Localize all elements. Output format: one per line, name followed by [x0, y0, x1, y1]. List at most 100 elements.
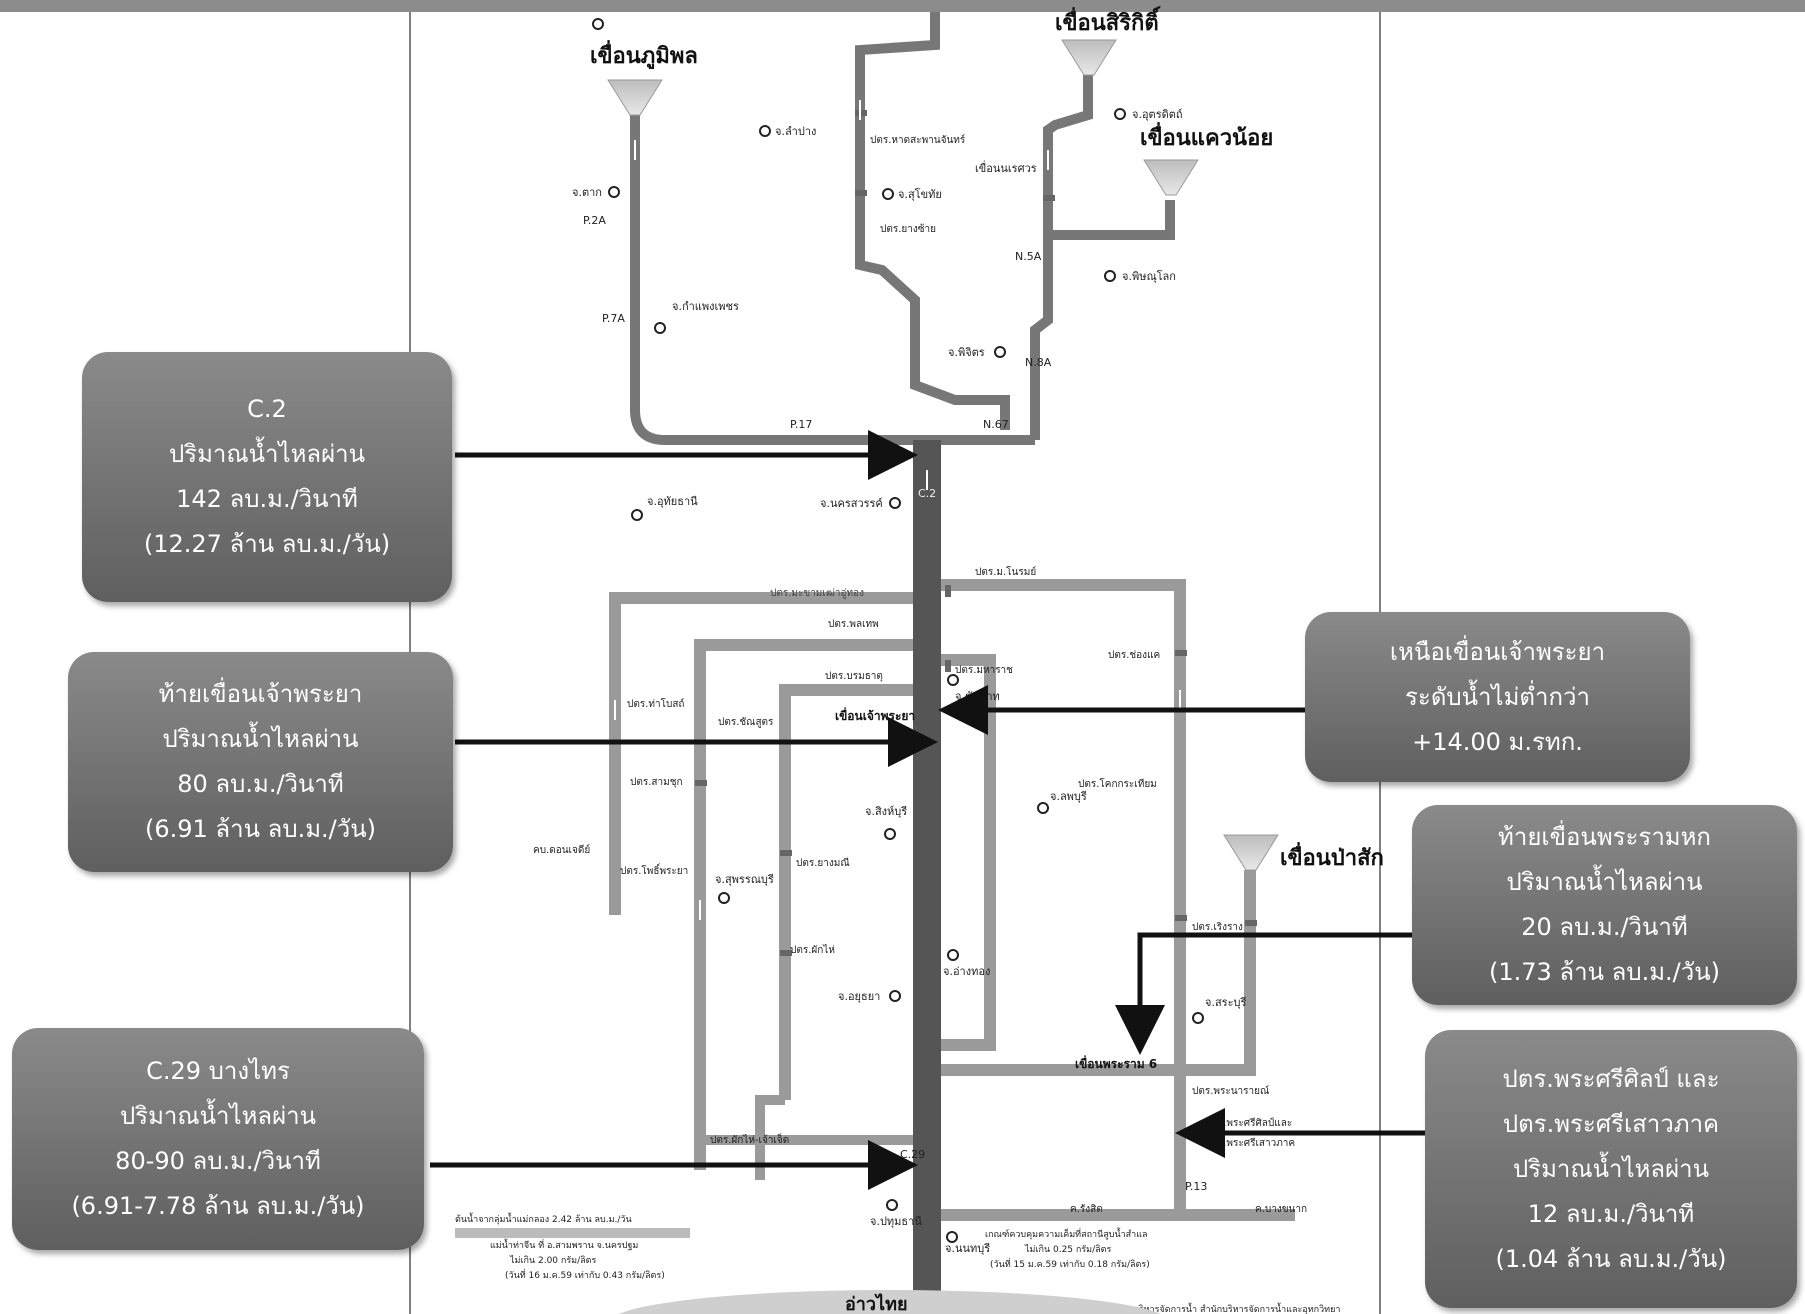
label-rama6-dam: เขื่อนพระราม 6 [1075, 1055, 1157, 1071]
callout-c29-line-2: ปริมาณน้ำไหลผ่าน [119, 1102, 317, 1130]
yom-river [855, 12, 1010, 430]
label-kamphaeng: จ.กำแพงเพชร [672, 300, 739, 313]
regulator-makham: ปตร.มะขามเฒ่าอู่ทอง [770, 588, 864, 599]
callout-chao-up-line-3: +14.00 ม.รทก. [1412, 727, 1583, 756]
callout-c2-line-3: 142 ลบ.ม./วินาที [176, 485, 358, 513]
callout-chao-up-line-2: ระดับน้ำไม่ต่ำกว่า [1405, 682, 1590, 711]
station-c2: C.2 [918, 487, 936, 500]
station-c29: C.29 [900, 1148, 925, 1161]
regulator-sonlae: ปตร.ช่องแค [1108, 650, 1160, 661]
callout-phrasri-line-4: 12 ลบ.ม./วินาที [1527, 1199, 1695, 1228]
regulator-yang-mani: ปตร.ยางมณี [796, 857, 850, 869]
label-pasak-dam: เขื่อนป่าสัก [1280, 841, 1384, 871]
label-phichit: จ.พิจิตร [948, 346, 985, 359]
regulator-phak-chao: ปตร.ผักไห่-เจ้าเจ็ด [710, 1132, 789, 1146]
station-n8a: N.8A [1025, 356, 1052, 369]
callout-c29-line-4: (6.91-7.78 ล้าน ลบ.ม./วัน) [71, 1192, 365, 1220]
gulf-of-thailand-shape [618, 1290, 1162, 1314]
noi-river [779, 684, 913, 1100]
callout-c29-line-3: 80-90 ลบ.ม./วินาที [115, 1147, 321, 1175]
chao-phraya-main-river [913, 440, 941, 1314]
callout-rama6-line-3: 20 ลบ.ม./วินาที [1521, 913, 1688, 941]
note-tha-chin-date: (วันที่ 16 ม.ค.59 เท่ากับ 0.43 กรัม/ลิตร… [505, 1268, 665, 1281]
label-nonthaburi: จ.นนทบุรี [945, 1242, 990, 1255]
regulator-hat-sa: ปตร.หาดสะพานจันทร์ [870, 134, 966, 146]
callout-rama6: ท้ายเขื่อนพระรามหก ปริมาณน้ำไหลผ่าน 20 ล… [1412, 805, 1797, 1005]
regulator-khok-kra: ปตร.โคกกระเทียม [1078, 777, 1157, 790]
flow-direction-arrows [614, 100, 1181, 920]
callout-phrasri-line-3: ปริมาณน้ำไหลผ่าน [1512, 1154, 1710, 1183]
label-angthong: จ.อ่างทอง [943, 965, 990, 978]
callout-arrows [430, 430, 1425, 1190]
regulator-phonlathep: ปตร.พลเทพ [828, 619, 879, 630]
label-lampang: จ.ลำปาง [775, 125, 816, 138]
note-samlae: เกณฑ์ควบคุมความเค็มที่สถานีสูบน้ำสำแล [985, 1227, 1148, 1240]
callout-chao-up-line-1: เหนือเขื่อนเจ้าพระยา [1389, 637, 1606, 666]
note-tha-chin: แม่น้ำท่าจีน ที่ อ.สามพราน จ.นครปฐม [490, 1238, 638, 1251]
label-suphan: จ.สุพรรณบุรี [715, 873, 774, 886]
regulator-maharat: ปตร.มหาราช [955, 665, 1013, 676]
regulator-phra-sri-2: ปตร.พระศรีเสาวภาค [1205, 1137, 1295, 1149]
label-uttaradit: จ.อุตรดิตถ์ [1132, 108, 1183, 121]
label-sirikit-dam: เขื่อนสิริกิติ์ [1055, 6, 1161, 36]
callout-phrasri-line-2: ปตร.พระศรีเสาวภาค [1502, 1109, 1720, 1138]
label-sukhothai: จ.สุโขทัย [898, 187, 942, 201]
province-markers [592, 18, 1204, 1243]
callout-rama6-line-1: ท้ายเขื่อนพระรามหก [1498, 823, 1711, 851]
label-phitsanulok: จ.พิษณุโลก [1122, 269, 1176, 283]
label-bhumibol-dam: เขื่อนภูมิพล [590, 39, 698, 70]
label-naresuan-dam: เขื่อนนเรศวร [975, 160, 1037, 175]
label-chainat: จ.ชัยนาท [955, 690, 1000, 703]
label-ayutthaya: จ.อยุธยา [838, 990, 880, 1003]
label-uthai: จ.อุทัยธานี [647, 495, 698, 508]
callout-c2-line-1: C.2 [247, 395, 287, 423]
callout-phrasri-line-5: (1.04 ล้าน ลบ.ม./วัน) [1495, 1244, 1727, 1273]
canal-bang-khanak: ค.บางขนาก [1255, 1204, 1307, 1215]
regulator-phak-hai: ปตร.ผักไห่ [790, 944, 835, 956]
regulator-sam-chuk: ปตร.สามชุก [630, 777, 683, 788]
note-samlae-limit: ไม่เกิน 0.25 กรัม/ลิตร [1024, 1244, 1112, 1255]
station-n5a: N.5A [1015, 250, 1042, 263]
dam-funnel-khwae-noi [1143, 159, 1199, 196]
makham-canal [609, 592, 913, 915]
label-singburi: จ.สิงห์บุรี [865, 805, 907, 818]
callout-c2: C.2 ปริมาณน้ำไหลผ่าน 142 ลบ.ม./วินาที (1… [82, 352, 452, 602]
note-maeklong: ต้นน้ำจากลุ่มน้ำแม่กลอง 2.42 ล้าน ลบ.ม./… [455, 1212, 632, 1225]
regulator-thamo: ปตร.ท่าโบสถ์ [627, 697, 684, 710]
callout-c29-line-1: C.29 บางไทร [146, 1057, 290, 1085]
phak-hai-branch [755, 1095, 785, 1180]
label-nakhon-sawan: จ.นครสวรรค์ [820, 497, 883, 510]
callout-chao-phraya-upstream: เหนือเขื่อนเจ้าพระยา ระดับน้ำไม่ต่ำกว่า … [1305, 612, 1690, 782]
callout-c2-line-4: (12.27 ล้าน ลบ.ม./วัน) [143, 530, 391, 558]
label-saraburi: จ.สระบุรี [1205, 996, 1246, 1009]
label-lopburi: จ.ลพบุรี [1050, 790, 1087, 803]
callout-chao-down-line-1: ท้ายเขื่อนเจ้าพระยา [158, 680, 363, 708]
station-p2a: P.2A [583, 214, 606, 227]
callout-chao-down-line-2: ปริมาณน้ำไหลผ่าน [162, 725, 359, 753]
label-khwae-noi-dam: เขื่อนแควน้อย [1140, 121, 1273, 151]
suphan-river [694, 639, 913, 1170]
regulator-rerng-rang: ปตร.เริงราง [1192, 922, 1243, 933]
station-p13: P.13 [1185, 1180, 1207, 1193]
label-gulf: อ่าวไทย [845, 1293, 908, 1314]
regulator-phra-narai: ปตร.พระนารายณ์ [1192, 1085, 1269, 1097]
label-chao-phraya-dam: เขื่อนเจ้าพระยา [835, 707, 915, 723]
callout-rama6-line-4: (1.73 ล้าน ลบ.ม./วัน) [1489, 958, 1720, 986]
regulator-yang-sai: ปตร.ยางซ้าย [880, 223, 936, 235]
dam-funnel-sirikit [1061, 39, 1117, 76]
callout-chao-down-line-3: 80 ลบ.ม./วินาที [177, 770, 344, 798]
regulator-pho-phraya: ปตร.โพธิ์พระยา [620, 863, 688, 877]
nan-river [1030, 70, 1093, 440]
ping-river [630, 105, 920, 445]
regulator-manorom: ปตร.ม.โนรมย์ [975, 565, 1036, 578]
note-samlae-date: (วันที่ 15 ม.ค.59 เท่ากับ 0.18 กรัม/ลิตร… [990, 1257, 1150, 1270]
regulator-chanasut: ปตร.ชัณสูตร [718, 717, 774, 728]
dam-funnel-pasak [1223, 834, 1279, 871]
chainat-pasak-canal [941, 579, 1186, 1215]
callout-chao-down-line-4: (6.91 ล้าน ลบ.ม./วัน) [145, 815, 376, 843]
note-tha-chin-limit: ไม่เกิน 2.00 กรัม/ลิตร [509, 1255, 597, 1266]
callout-phrasri-line-1: ปตร.พระศรีศิลป์ และ [1502, 1064, 1720, 1093]
regulator-borommathat: ปตร.บรมธาตุ [825, 671, 883, 682]
canal-rangsit: ค.รังสิต [1070, 1204, 1103, 1215]
canal-don-chedi: คบ.ดอนเจดีย์ [533, 844, 590, 856]
